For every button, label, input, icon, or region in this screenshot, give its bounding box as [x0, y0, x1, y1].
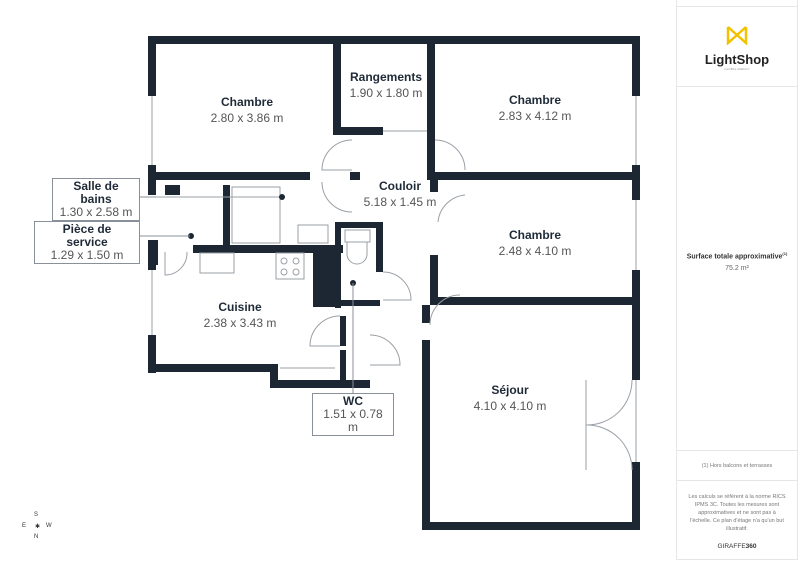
- callout-name: Salle de bains: [73, 179, 119, 206]
- room-label: Cuisine 2.38 x 3.43 m: [204, 300, 277, 330]
- room-label: Séjour 4.10 x 4.10 m: [474, 383, 547, 413]
- room-dims: 2.83 x 4.12 m: [498, 109, 572, 123]
- room-name: Chambre: [220, 95, 273, 109]
- room-name: Chambre: [508, 228, 561, 242]
- compass-s: S: [34, 512, 39, 518]
- room-name: Couloir: [379, 179, 421, 193]
- room-label: Rangements 1.90 x 1.80 m: [350, 70, 423, 100]
- surface-note-ref: (1): [782, 251, 788, 256]
- callout-dims: 1.29 x 1.50 m: [50, 248, 124, 262]
- room-dims: 2.80 x 3.86 m: [210, 111, 284, 125]
- room-name: Séjour: [491, 383, 529, 397]
- room-dims: 4.10 x 4.10 m: [473, 399, 547, 413]
- surface-value: 75.2 m²: [725, 265, 749, 273]
- callout-lines: [140, 196, 354, 393]
- footnote: (1) Hors balcons et terrasses: [677, 450, 797, 480]
- callout-name: Pièce de service: [62, 222, 112, 249]
- brand-b: 360: [745, 543, 757, 550]
- room-dims: 1.90 x 1.80 m: [349, 86, 423, 100]
- room-name: Cuisine: [218, 300, 262, 314]
- compass-n: N: [34, 534, 39, 540]
- callout-name: WC: [343, 394, 363, 408]
- surface-label-text: Surface totale approximative: [686, 253, 783, 261]
- logo: LightShop GLOBAL AGENCY: [677, 6, 797, 86]
- callout-dims: 1.30 x 2.58 m: [59, 205, 133, 219]
- room-label: Chambre 2.83 x 4.12 m: [499, 93, 572, 123]
- fixtures: [151, 96, 637, 471]
- info-sidebar: LightShop GLOBAL AGENCY Surface totale a…: [676, 0, 798, 560]
- surface-label: Surface totale approximative(1): [677, 251, 797, 260]
- disclaimer-text: Les calculs se réfèrent à la norme RICS …: [688, 494, 786, 532]
- logo-subtitle: GLOBAL AGENCY: [724, 67, 750, 71]
- room-dims: 5.18 x 1.45 m: [363, 195, 437, 209]
- room-name: Chambre: [508, 93, 561, 107]
- footnote-text: (1) Hors balcons et terrasses: [701, 463, 773, 469]
- compass-w: W: [46, 523, 52, 529]
- surface-section: Surface totale approximative(1) 75.2 m²: [677, 86, 797, 450]
- disclaimer-section: Les calculs se réfèrent à la norme RICS …: [677, 480, 797, 560]
- logo-text: LightShop: [704, 52, 770, 67]
- giraffe360-brand: GIRAFFE360: [677, 543, 797, 550]
- room-dims: 2.38 x 3.43 m: [203, 316, 277, 330]
- callout-dims: 1.51 x 0.78 m: [323, 407, 383, 434]
- floor-plan: [140, 36, 640, 530]
- room-label: Chambre 2.48 x 4.10 m: [499, 228, 572, 258]
- room-label: Chambre 2.80 x 3.86 m: [211, 95, 284, 125]
- compass-e: E: [22, 523, 27, 529]
- room-label: Couloir 5.18 x 1.45 m: [364, 179, 437, 209]
- room-name: Rangements: [349, 70, 423, 84]
- walls: [148, 36, 640, 530]
- lightshop-logo-icon: [726, 26, 748, 46]
- brand-a: GIRAFFE: [717, 543, 746, 550]
- room-dims: 2.48 x 4.10 m: [498, 244, 572, 258]
- compass-star-icon: ✱: [35, 524, 41, 530]
